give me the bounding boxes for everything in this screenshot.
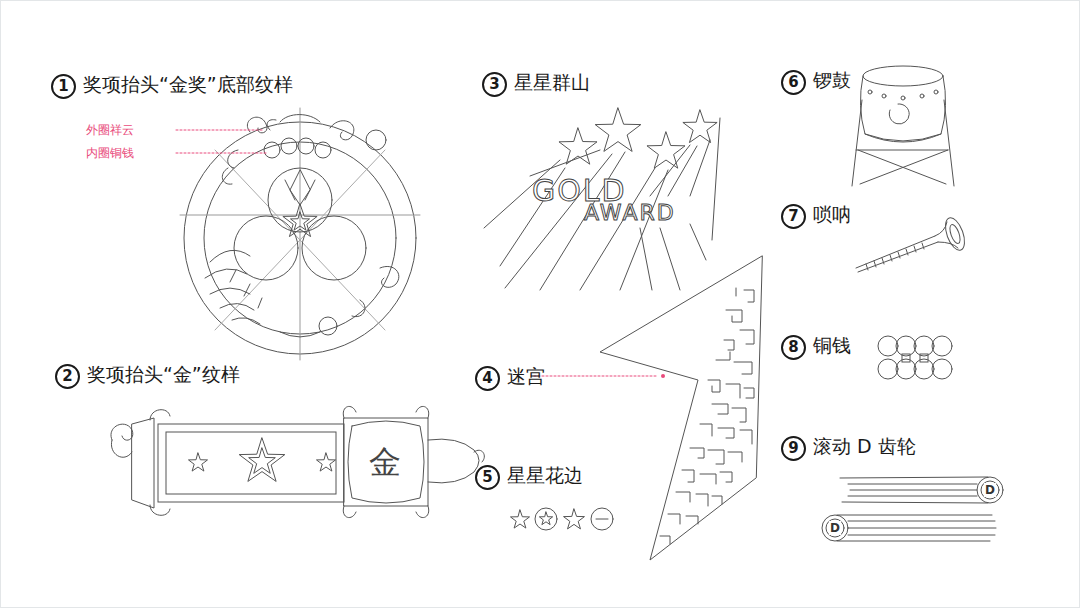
section-title: 星星群山 [514,70,590,95]
star-mountain-sketch [484,108,720,290]
callout-number: 9 [781,436,806,461]
sketch-character: 金 [369,444,401,480]
suona-sketch [856,215,968,272]
star-lace-sketch [510,508,613,530]
callout-number: 4 [475,366,500,391]
section-title: 唢呐 [813,202,851,227]
callout-number: 8 [781,335,806,360]
section-title: 奖项抬头“金”纹样 [87,362,240,387]
callout-number: 7 [781,204,806,229]
section-title: 迷宫 [507,364,545,389]
section-title: 铜钱 [813,333,851,358]
medallion-sketch [180,108,420,360]
callout-number: 3 [482,72,507,97]
callout-number: 5 [475,465,500,490]
banner-sketch [111,406,485,517]
callout-number: 1 [51,74,76,99]
gear-letter: D [984,483,996,497]
gear-sketch [822,477,1003,541]
leader-lines [176,130,658,376]
callout-number: 2 [55,364,80,389]
sketch-lettering: AWARD [584,201,676,225]
drum-sketch [852,66,954,186]
section-title: 星星花边 [507,463,583,488]
coins-sketch [878,336,952,379]
callout-number: 6 [781,70,806,95]
annotation-note: 内圈铜钱 [86,145,134,161]
maze-star-sketch [600,256,762,560]
section-title: 滚动 D 齿轮 [813,434,916,459]
annotation-note: 外圈祥云 [86,122,134,138]
gear-letter: D [829,521,841,535]
section-title: 锣鼓 [813,68,851,93]
section-title: 奖项抬头“金奖”底部纹样 [83,72,293,97]
leader-dot [661,374,665,378]
